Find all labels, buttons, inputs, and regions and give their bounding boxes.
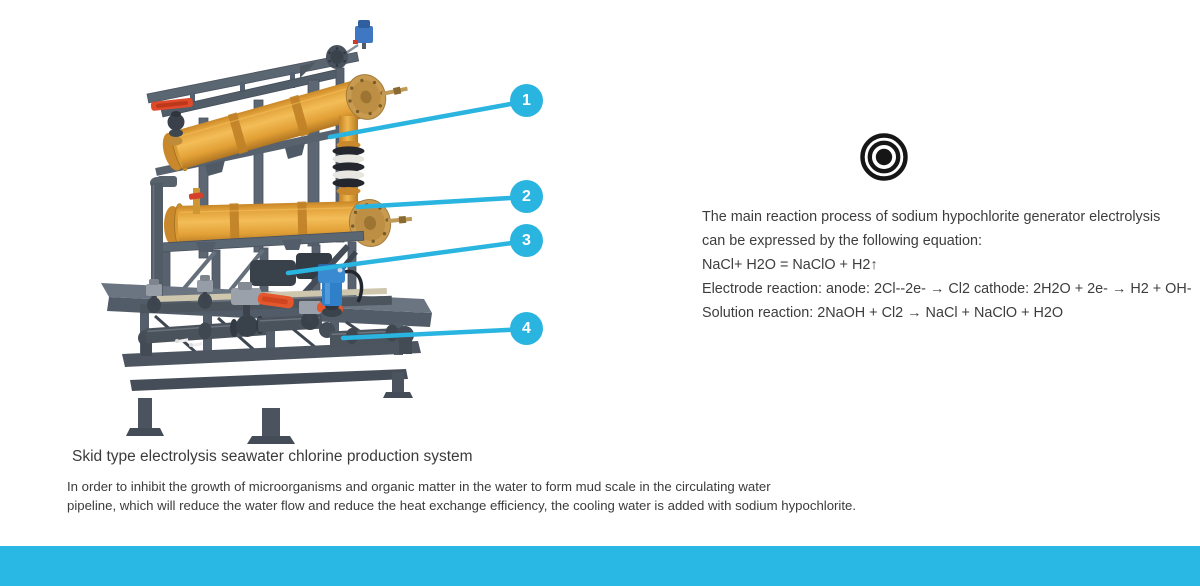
reaction-description: The main reaction process of sodium hypo… — [702, 205, 1192, 325]
equipment-photo — [101, 20, 432, 444]
reaction-line: NaCl+ H2O = NaClO + H2↑ — [702, 257, 878, 273]
cell-connector-flange — [332, 116, 365, 212]
inlet-valve-red-handle — [150, 98, 194, 146]
callout-badge-1: 1 — [510, 84, 543, 117]
bullseye-target-icon — [860, 133, 908, 181]
callout-number: 1 — [522, 91, 531, 109]
reaction-line: Solution reaction: 2NaOH + Cl2 → NaCl + … — [702, 305, 1064, 321]
figure-caption: Skid type electrolysis seawater chlorine… — [72, 448, 473, 465]
description-line: pipeline, which will reduce the water fl… — [67, 498, 857, 513]
callout-badge-2: 2 — [510, 180, 543, 213]
figure-description: In order to inhibit the growth of microo… — [67, 477, 856, 515]
reaction-line: The main reaction process of sodium hypo… — [702, 209, 1161, 225]
pipe-manifold — [138, 264, 414, 356]
callout-number: 3 — [522, 231, 531, 249]
callout-badge-3: 3 — [510, 224, 543, 257]
callout-number: 2 — [522, 187, 531, 205]
reaction-line: Electrode reaction: anode: 2Cl--2e- → Cl… — [702, 281, 1192, 297]
top-valve-actuator — [300, 20, 373, 78]
callout-badge-4: 4 — [510, 312, 543, 345]
callout-number: 4 — [522, 319, 531, 337]
footer-accent-bar — [0, 546, 1200, 586]
reaction-line: can be expressed by the following equati… — [702, 233, 983, 249]
description-line: In order to inhibit the growth of microo… — [67, 479, 771, 494]
